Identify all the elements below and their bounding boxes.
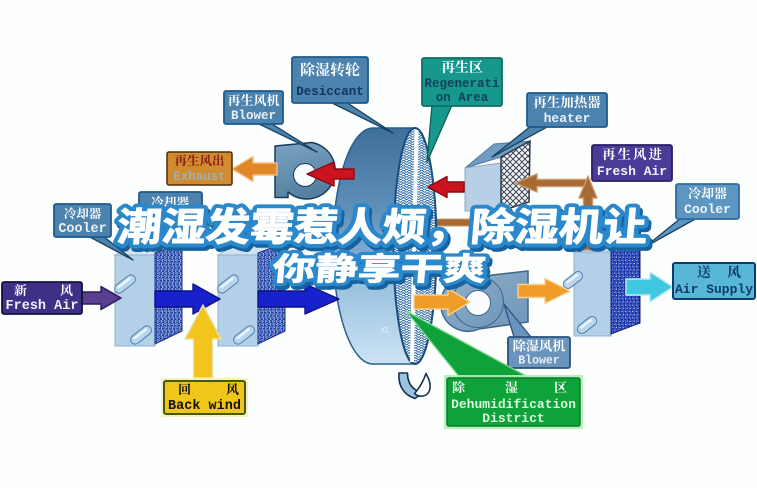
svg-text:Regenerati: Regenerati — [424, 77, 499, 91]
svg-text:heater: heater — [544, 111, 591, 126]
svg-text:Fresh Air: Fresh Air — [6, 299, 79, 314]
svg-text:Back wind: Back wind — [168, 399, 241, 414]
svg-text:Exhaust: Exhaust — [173, 170, 226, 184]
svg-text:Dehumidification: Dehumidification — [451, 397, 576, 412]
svg-text:Fresh Air: Fresh Air — [597, 164, 667, 179]
svg-text:Blower: Blower — [518, 355, 560, 368]
svg-text:on Area: on Area — [436, 91, 489, 105]
svg-text:Cooler: Cooler — [684, 202, 731, 217]
svg-text:Air Supply: Air Supply — [675, 282, 753, 297]
svg-text:Blower: Blower — [231, 109, 276, 123]
svg-text:Desiccant: Desiccant — [296, 85, 364, 99]
svg-text:District: District — [482, 411, 544, 426]
svg-text:xt: xt — [380, 324, 389, 336]
svg-text:Cooler: Cooler — [58, 222, 106, 237]
